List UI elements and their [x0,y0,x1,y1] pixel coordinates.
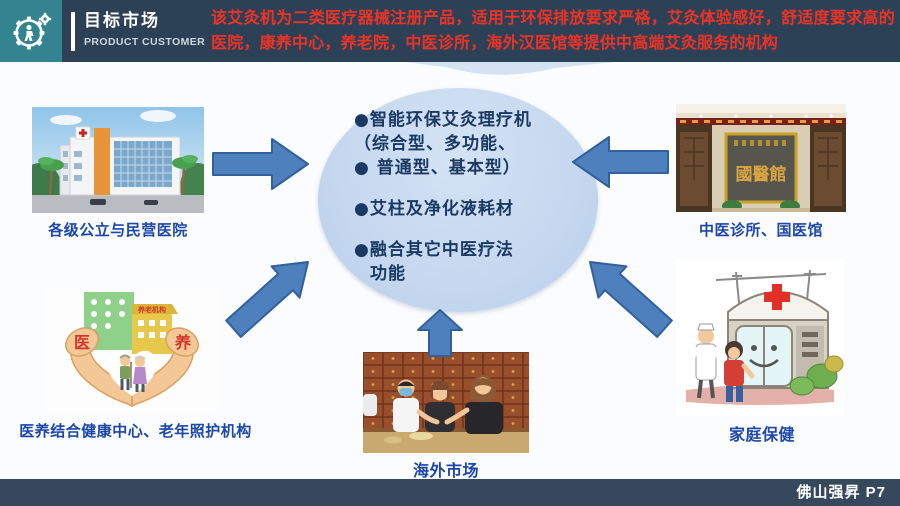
pharmacist-figure [393,379,419,432]
gear-teeth [13,16,45,50]
decorative-swoosh [405,62,615,75]
patient-figure [724,341,755,402]
face-mask [399,388,413,396]
cars [90,199,158,205]
elder-care-cartoon-image: 养老机构 医 养 [46,288,218,414]
family-clinic-cartoon-image [676,258,844,416]
segment-label-tcm-clinics: 中医诊所、国医馆 [698,222,823,239]
doctor-figure [685,323,725,399]
man-figure [465,375,503,434]
product-line: ● 普通型、基本型） [354,158,521,178]
product-line: ●艾柱及净化液耗材 [354,199,514,219]
title-block: 目标市场 PRODUCT CUSTOMER [84,11,205,48]
person-body [24,31,34,41]
header-bar: 目标市场 PRODUCT CUSTOMER 该艾灸机为二类医疗器械注册产品，适用… [0,0,900,62]
product-item: ●智能环保艾灸理疗机 （综合型、多功能、 ● 普通型、基本型） [354,108,569,180]
bushes [789,355,844,396]
footer-bar: 佛山强昇 P7 [0,479,900,506]
segment-label-hospitals: 各级公立与民营医院 [48,222,188,239]
page-title: 目标市场 [84,11,160,30]
woman-figure [425,380,455,432]
page-subtitle: PRODUCT CUSTOMER [84,36,206,48]
red-cross-icon [764,284,790,310]
red-cross-icon [75,126,91,140]
right-hand-text: 养 [174,333,192,352]
product-line: ●智能环保艾灸理疗机 [354,110,532,130]
tcm-hall-image: 國醫館 [676,104,846,212]
product-line: （综合型、多功能、 [354,134,516,154]
palm-trees [38,155,198,196]
company-logo [0,0,62,62]
gear-person-logo-icon [13,12,52,50]
arrow-eldercare-to-center [225,261,309,338]
center-product-circle: ●智能环保艾灸理疗机 （综合型、多功能、 ● 普通型、基本型） ●艾柱及净化液耗… [318,88,598,312]
market-description: 该艾灸机为二类医疗器械注册产品，适用于环保排放要求严格，艾灸体验感好，舒适度要求… [211,10,895,52]
person-head [26,24,32,31]
overseas-pharmacy-image [363,352,529,453]
arrow-familyhealth-to-center [589,261,673,338]
left-hand-text: 医 [74,334,90,352]
segment-label-elder-care: 医养结合健康中心、老年照护机构 [19,423,252,440]
footer-text: 佛山强昇 P7 [796,484,886,501]
building-sign-text: 养老机构 [137,305,166,314]
segment-label-overseas: 海外市场 [412,463,479,480]
product-item: ●艾柱及净化液耗材 [354,197,569,221]
product-line: ●融合其它中医疗法 [354,240,514,260]
title-accent-bar [71,12,75,51]
arrow-overseas-to-center [417,309,463,357]
smiley-door-face [749,345,779,368]
product-item: ●融合其它中医疗法 功能 [354,238,569,286]
product-list: ●智能环保艾灸理疗机 （综合型、多功能、 ● 普通型、基本型） ●艾柱及净化液耗… [354,108,569,286]
hospital-building-image [32,107,204,213]
segment-label-family-health: 家庭保健 [728,427,795,444]
arrow-hospitals-to-center [212,138,309,190]
tcm-hall-sign-text: 國醫館 [736,164,787,184]
product-line: 功能 [370,264,406,284]
elderly-couple [119,354,147,392]
